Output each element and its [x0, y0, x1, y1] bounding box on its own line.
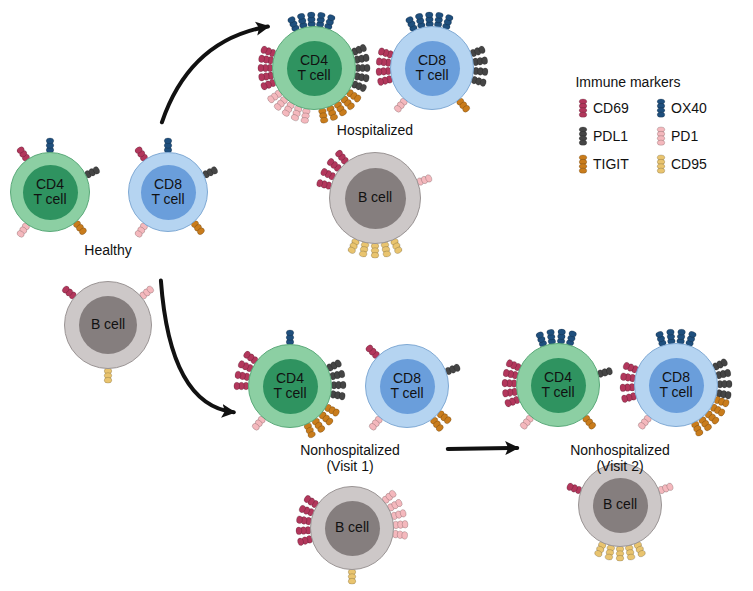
cell-nucleus: CD8 T cell	[380, 359, 435, 414]
receptor-marker	[381, 241, 392, 257]
receptor-marker	[46, 138, 54, 153]
receptor-marker	[376, 67, 391, 76]
receptor-marker	[355, 64, 370, 72]
receptor-marker	[371, 243, 379, 258]
receptor-marker	[258, 64, 273, 72]
legend-entry: PD1	[656, 126, 698, 146]
legend-text: CD69	[593, 100, 629, 116]
marker-icon	[656, 98, 666, 118]
cell-nucleus: B cell	[593, 478, 648, 533]
receptor-marker	[557, 329, 566, 344]
group-label: Nonhospitalized (Visit 2)	[560, 442, 680, 474]
receptor-marker	[307, 12, 315, 27]
receptor-marker	[348, 569, 356, 584]
legend-entry: OX40	[656, 98, 707, 118]
cell-label: CD4 T cell	[32, 177, 69, 208]
receptor-marker	[715, 369, 731, 380]
receptor-marker	[502, 379, 517, 387]
cell-circle: CD8 T cell	[390, 26, 474, 110]
receptor-marker	[329, 370, 345, 381]
legend-title: Immune markers	[563, 74, 693, 90]
receptor-marker	[393, 520, 408, 529]
legend-entry: CD95	[656, 154, 707, 174]
cell-circle: B cell	[329, 152, 421, 244]
cell-nucleus: B cell	[345, 168, 406, 229]
receptor-marker	[359, 241, 370, 257]
receptor-marker	[620, 383, 635, 391]
cell-nucleus: CD4 T cell	[263, 359, 318, 414]
cell-label: CD8 T cell	[150, 177, 187, 208]
cell-label: B cell	[602, 497, 639, 512]
receptor-marker	[717, 380, 732, 388]
legend-entry: TIGIT	[578, 154, 629, 174]
receptor-marker	[164, 138, 172, 153]
cell-nucleus: CD8 T cell	[649, 358, 704, 413]
cell-circle: CD4 T cell	[10, 152, 90, 232]
cell-circle: CD4 T cell	[272, 26, 356, 110]
legend-entry: PDL1	[578, 126, 628, 146]
cell-nucleus: CD8 T cell	[405, 41, 460, 96]
cell-circle: B cell	[578, 463, 662, 547]
cell-label: CD8 T cell	[389, 371, 426, 402]
receptor-marker	[318, 108, 328, 124]
cell-label: CD4 T cell	[272, 371, 309, 402]
cell-label: B cell	[357, 190, 394, 205]
cell-label: CD8 T cell	[414, 53, 451, 84]
cell-circle: CD4 T cell	[248, 344, 332, 428]
legend-text: PDL1	[593, 128, 628, 144]
cell-label: CD8 T cell	[658, 370, 695, 401]
receptor-marker	[331, 381, 346, 389]
receptor-marker	[425, 12, 433, 27]
cell-label: B cell	[90, 317, 127, 332]
receptor-marker	[605, 544, 616, 560]
cell-circle: CD8 T cell	[365, 344, 449, 428]
cell-circle: B cell	[64, 281, 152, 369]
receptor-marker	[296, 526, 311, 534]
receptor-marker	[470, 76, 487, 87]
cell-circle: CD8 T cell	[634, 343, 718, 427]
receptor-marker	[472, 56, 488, 66]
receptor-marker	[354, 54, 370, 64]
group-label: Hospitalized	[320, 122, 430, 138]
group-label: Nonhospitalized (Visit 1)	[290, 442, 410, 474]
receptor-marker	[392, 530, 408, 540]
marker-icon	[578, 126, 588, 146]
cell-nucleus: CD8 T cell	[141, 165, 196, 220]
group-label: Healthy	[63, 242, 153, 258]
legend-text: CD95	[671, 156, 707, 172]
cell-circle: CD8 T cell	[128, 152, 208, 232]
cell-nucleus: CD4 T cell	[287, 41, 342, 96]
legend-entry: CD69	[578, 98, 629, 118]
receptor-marker	[625, 544, 636, 560]
cell-nucleus: B cell	[79, 296, 137, 354]
marker-icon	[656, 126, 666, 146]
legend-text: TIGIT	[593, 156, 629, 172]
cell-circle: CD4 T cell	[516, 343, 600, 427]
cell-nucleus: B cell	[325, 501, 380, 556]
marker-icon	[578, 154, 588, 174]
arrow-connector	[448, 448, 517, 449]
cell-nucleus: CD4 T cell	[531, 358, 586, 413]
marker-icon	[578, 98, 588, 118]
cell-label: CD4 T cell	[296, 53, 333, 84]
arrow-connector	[162, 27, 268, 123]
arrow-connector	[161, 281, 234, 413]
legend-text: OX40	[671, 100, 707, 116]
cell-label: CD4 T cell	[540, 370, 577, 401]
receptor-marker	[330, 390, 346, 400]
legend-text: PD1	[671, 128, 698, 144]
marker-icon	[656, 154, 666, 174]
cell-circle: B cell	[310, 486, 394, 570]
receptor-marker	[104, 368, 112, 383]
cell-nucleus: CD4 T cell	[23, 165, 78, 220]
receptor-marker	[616, 546, 624, 561]
receptor-marker	[234, 382, 249, 390]
receptor-marker	[286, 330, 294, 345]
cell-label: B cell	[334, 520, 371, 535]
receptor-marker	[473, 67, 488, 76]
